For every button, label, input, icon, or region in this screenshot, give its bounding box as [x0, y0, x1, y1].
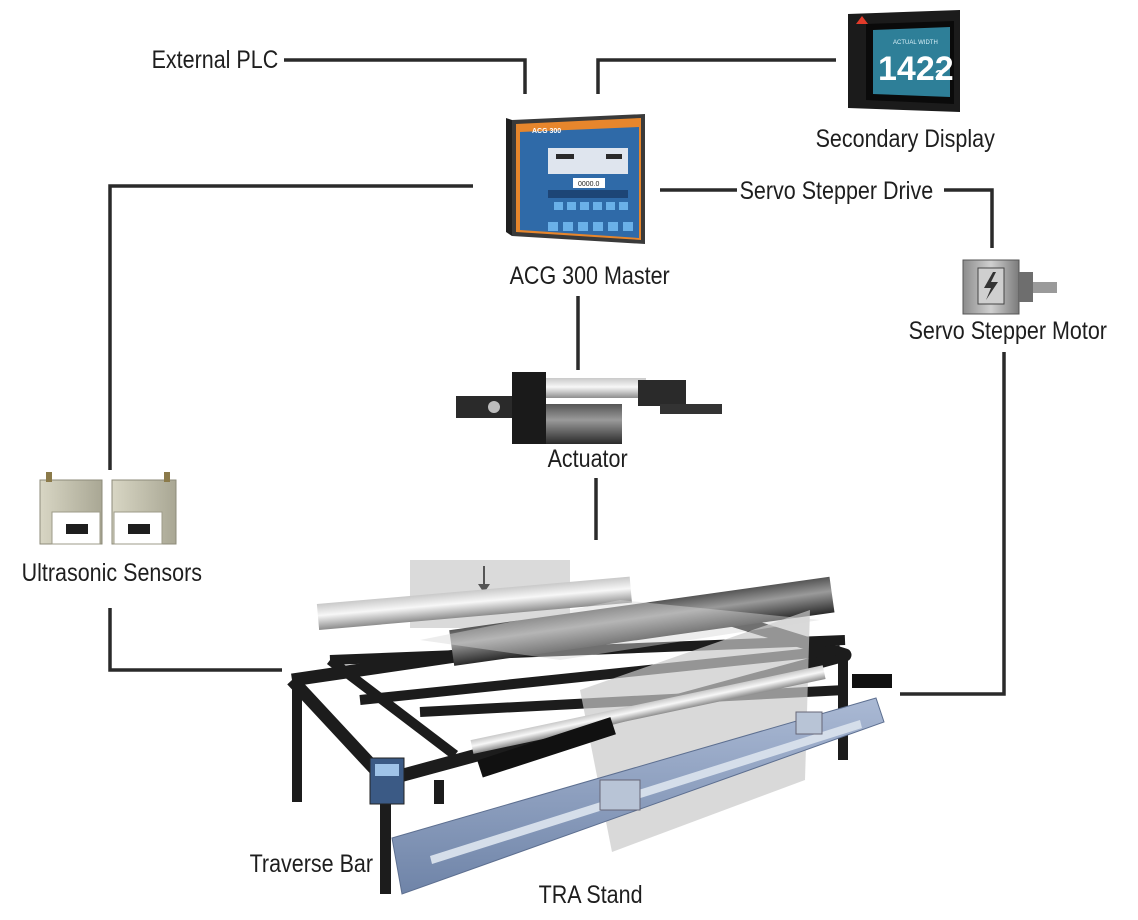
plc-connector: [284, 58, 527, 94]
ultrasonic-sensors: [39, 472, 177, 545]
tra-stand: [287, 560, 892, 895]
motor-connector: [900, 352, 1006, 696]
secondary-display-label: Secondary Display: [813, 124, 998, 154]
master-screen-title: ACG 300: [532, 128, 561, 135]
master-screen-value: 0000.0: [578, 181, 600, 188]
secondary-display-value: 1422: [878, 50, 954, 88]
actuator: [456, 372, 722, 444]
external-plc-label: External PLC: [149, 45, 281, 75]
lightning-icon: [984, 272, 998, 300]
acg-master-label: ACG 300 Master: [507, 261, 673, 291]
traverse-bar-label: Traverse Bar: [249, 850, 374, 878]
arrow-down-icon: [478, 566, 490, 593]
sensor-connector-bottom: [108, 608, 282, 672]
actuator-label: Actuator: [545, 444, 631, 474]
connector-lines: [108, 58, 1006, 696]
ultrasonic-sensors-label: Ultrasonic Sensors: [19, 558, 205, 588]
master-keypad: [548, 202, 633, 231]
acg-master-panel: ACG 300 0000.0: [506, 114, 645, 244]
tra-stand-label: TRA Stand: [538, 881, 643, 909]
traverse-bar: [391, 697, 885, 895]
servo-stepper-motor: [962, 259, 1057, 315]
sensor-connector-top: [108, 184, 473, 470]
display-connector: [596, 58, 836, 94]
secondary-display-decimal: 3: [935, 67, 943, 84]
servo-stepper-drive-label: Servo Stepper Drive: [737, 176, 936, 206]
secondary-display: ACTUAL WIDTH 1422 3: [848, 10, 960, 112]
drive-to-motor-connector: [944, 188, 994, 248]
secondary-display-caption: ACTUAL WIDTH: [893, 40, 938, 46]
servo-stepper-motor-label: Servo Stepper Motor: [906, 316, 1110, 346]
